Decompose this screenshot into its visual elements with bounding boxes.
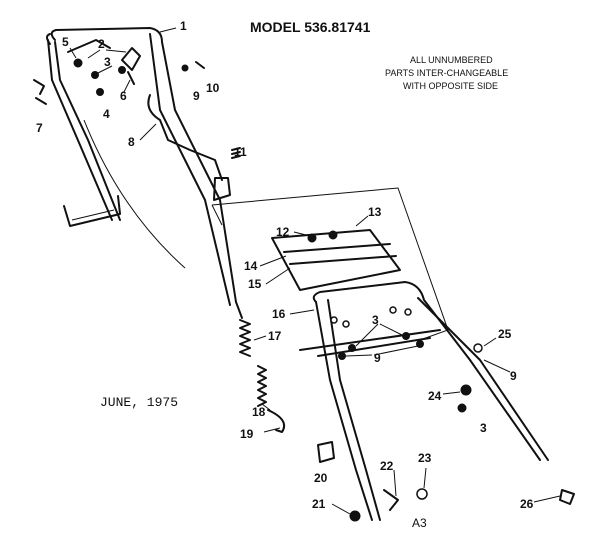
nut-9a — [181, 64, 189, 72]
callout-18: 18 — [252, 405, 266, 419]
callout-10: 10 — [206, 81, 220, 95]
bolt-5 — [73, 58, 83, 68]
shield-outline — [211, 187, 449, 341]
callout-23: 23 — [418, 451, 432, 465]
nut-12a — [307, 233, 317, 243]
shield-outline-side — [211, 204, 223, 226]
chain-18 — [257, 365, 267, 407]
date-label: JUNE, 1975 — [100, 395, 178, 410]
callout-26: 26 — [520, 497, 534, 511]
callout-9c: 9 — [510, 369, 517, 383]
bolt-10 — [195, 61, 205, 69]
upper-handle — [46, 27, 237, 306]
clip-unlabeled — [33, 79, 45, 95]
callout-3b: 3 — [372, 313, 379, 327]
control-bail — [63, 39, 121, 227]
callout-16: 16 — [272, 307, 286, 321]
knob-26 — [559, 489, 575, 505]
bolt-22 — [383, 489, 399, 511]
upper-hardware — [33, 47, 205, 105]
knob-2 — [121, 47, 141, 71]
bolt-25 — [473, 343, 483, 353]
callout-7: 7 — [36, 121, 43, 135]
note-line-3: WITH OPPOSITE SIDE — [403, 81, 498, 91]
callout-14: 14 — [244, 259, 258, 273]
nut-12b — [328, 230, 338, 240]
page-code: A3 — [412, 516, 427, 530]
nut-3b — [118, 66, 126, 74]
callout-5: 5 — [62, 35, 69, 49]
cable-clip-spring — [231, 147, 241, 159]
note-line-1: ALL UNNUMBERED — [410, 55, 493, 65]
bracket-assembly — [271, 229, 401, 291]
hook-19 — [267, 409, 286, 433]
callout-3c: 3 — [480, 421, 487, 435]
spring-17 — [239, 319, 251, 357]
nut-24 — [460, 384, 472, 396]
knob-20 — [317, 441, 335, 463]
callout-9a: 9 — [193, 89, 200, 103]
callout-20: 20 — [314, 471, 328, 485]
callout-15: 15 — [248, 277, 262, 291]
callout-19: 19 — [240, 427, 254, 441]
callout-22: 22 — [380, 459, 394, 473]
note-line-2: PARTS INTER-CHANGEABLE — [385, 68, 508, 78]
callout-12: 12 — [276, 225, 290, 239]
cable-clip — [213, 177, 231, 201]
leader-lines — [69, 27, 561, 515]
callout-21: 21 — [312, 497, 326, 511]
screw-7 — [35, 97, 47, 105]
washer-4 — [96, 88, 104, 96]
callout-13: 13 — [368, 205, 382, 219]
callout-1: 1 — [180, 19, 187, 33]
lower-handle — [299, 281, 549, 521]
nut-3a — [91, 71, 99, 79]
callout-17: 17 — [268, 329, 282, 343]
callout-2: 2 — [98, 37, 105, 51]
nut-21 — [349, 510, 361, 522]
control-cable — [147, 94, 223, 181]
washer-23 — [416, 488, 428, 500]
callout-8: 8 — [128, 135, 135, 149]
cable-sweep — [83, 119, 186, 269]
nut-3c — [457, 403, 467, 413]
cable-lower — [235, 301, 243, 319]
callout-25: 25 — [498, 327, 512, 341]
callout-11: 11 — [234, 145, 247, 159]
callout-24: 24 — [428, 389, 442, 403]
bolt-6 — [127, 71, 135, 85]
callout-6: 6 — [120, 89, 127, 103]
callout-3a: 3 — [104, 55, 111, 69]
model-title: MODEL 536.81741 — [250, 19, 371, 35]
callout-9b: 9 — [374, 351, 381, 365]
lower-hardware — [317, 343, 575, 522]
callout-4: 4 — [103, 107, 110, 121]
